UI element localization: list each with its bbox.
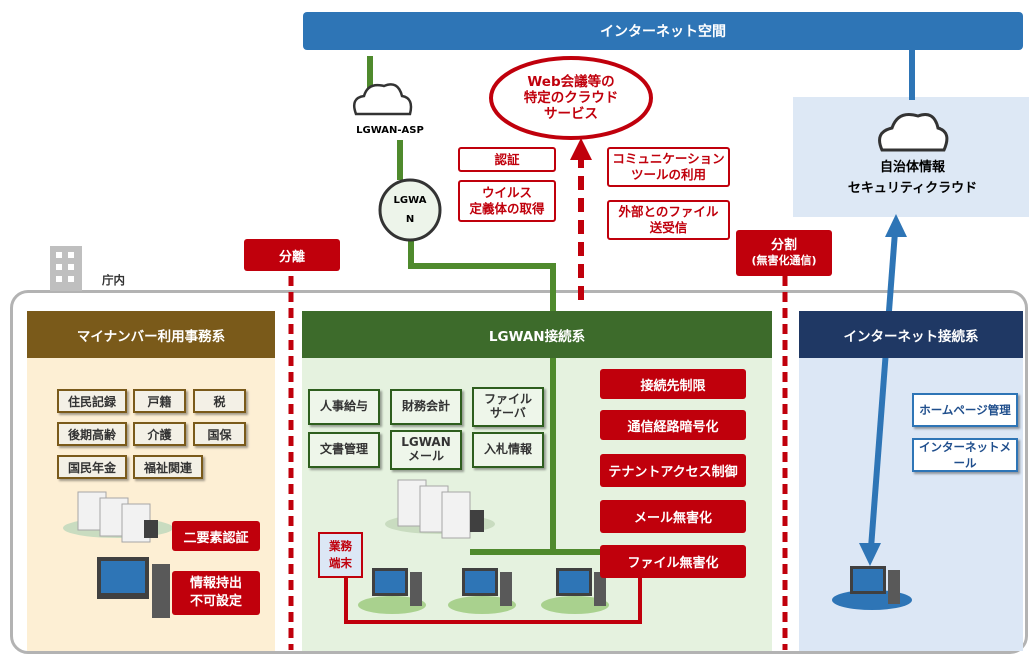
external-file-transfer-box: 外部とのファイル 送受信 — [607, 200, 730, 240]
bunri-text: 分離 — [278, 249, 305, 265]
lgwan-item-nyusatsu: 入札情報 — [472, 432, 544, 468]
business-terminal-label: 業務 端末 — [318, 532, 363, 578]
lgwan-route-line — [367, 56, 600, 555]
terminal-network-outline — [344, 548, 642, 624]
file-server-line2: サーバ — [490, 406, 526, 420]
internet-item-homepage: ホームページ管理 — [912, 393, 1018, 427]
desktop-pc-icon — [448, 568, 516, 614]
two-factor-auth-label: 二要素認証 — [183, 530, 249, 546]
lgwan-item-file-server: ファイル サーバ — [472, 387, 544, 427]
internet-zone — [799, 311, 1023, 651]
lgwan-node-line2: N — [405, 214, 415, 225]
control-connection-restriction: 接続先制限 — [600, 369, 746, 399]
cloud-service-line3: サービス — [544, 106, 598, 123]
auth-label: 認証 — [494, 151, 520, 167]
lgwan-item-bunsho: 文書管理 — [308, 432, 380, 468]
internet-item-mail: インターネットメール — [912, 438, 1018, 472]
lgwan-item-zaimu: 財務会計 — [390, 389, 462, 425]
internet-space-bar: インターネット空間 — [303, 12, 1023, 50]
file-server-line1: ファイル — [483, 392, 532, 407]
internet-space-label: インターネット空間 — [600, 24, 726, 40]
lgwan-item-mail: LGWAN メール — [390, 430, 462, 470]
auth-box: 認証 — [458, 147, 556, 172]
cloud-service-line1: Web会議等の — [527, 73, 615, 90]
lgwan-node-circle — [378, 178, 442, 242]
lgwan-node-label: LGWA N — [386, 190, 434, 230]
virus-line2: 定義体の取得 — [469, 201, 545, 216]
server-icon — [385, 479, 495, 539]
security-cloud-line2: セキュリティクラウド — [847, 181, 978, 196]
bunkatsu-line1: 分割 — [770, 237, 797, 253]
lgwan-item-jinji: 人事給与 — [308, 389, 380, 425]
office-label: 庁内 — [102, 273, 125, 287]
cloud-service-text: Web会議等の 特定のクラウド サービス — [496, 62, 646, 134]
office-boundary — [10, 290, 1028, 654]
file-transfer-line1: 外部とのファイル — [618, 204, 719, 220]
lgwan-mail-line1: LGWAN — [401, 435, 451, 450]
lgwan-header-text: LGWAN接続系 — [488, 328, 586, 345]
internet-zone-arrow-up — [885, 214, 907, 237]
server-icon — [63, 491, 173, 543]
internet-zone-arrow-down — [859, 543, 881, 566]
lgwan-asp-label: LGWAN-ASP — [356, 124, 424, 136]
no-export-line1: 情報持出 — [189, 576, 242, 592]
lgwan-mail-line2: メール — [407, 449, 444, 463]
mynumber-item: 介護 — [133, 422, 186, 446]
mynumber-item: 税 — [193, 389, 246, 413]
security-cloud-line1: 自治体情報 — [879, 160, 945, 176]
control-tenant-access: テナントアクセス制御 — [600, 454, 746, 487]
comm-line1: コミュニケーション — [612, 151, 725, 167]
building-icon — [50, 246, 82, 291]
communication-tool-box: コミュニケーション ツールの利用 — [607, 147, 730, 187]
internet-zone-header-text: インターネット接続系 — [843, 328, 979, 345]
no-export-line2: 不可設定 — [189, 594, 242, 609]
desktop-pc-icon — [541, 568, 609, 614]
mynumber-item: 国民年金 — [57, 455, 127, 479]
mynumber-item: 住民記録 — [57, 389, 127, 413]
mynumber-header: マイナンバー利用事務系 — [27, 311, 275, 358]
cloud-service-line2: 特定のクラウド — [523, 89, 619, 106]
cloud-icon — [353, 83, 413, 116]
mynumber-item: 後期高齢 — [57, 422, 127, 446]
virus-line1: ウイルス — [481, 185, 532, 201]
virus-definition-box: ウイルス 定義体の取得 — [458, 180, 556, 222]
desktop-pc-icon — [832, 566, 912, 610]
terminal-line2: 端末 — [329, 556, 352, 570]
cloud-service-ellipse — [489, 56, 653, 140]
bunri-label: 分離 — [244, 239, 340, 271]
desktop-pc-icon — [358, 568, 426, 614]
lgwan-header: LGWAN接続系 — [302, 311, 772, 358]
terminal-line1: 業務 — [329, 539, 352, 554]
internet-zone-arrow-line — [868, 231, 898, 549]
lgwan-node-line1: LGWA — [393, 195, 427, 206]
no-export-box: 情報持出 不可設定 — [172, 571, 260, 615]
bunkatsu-label: 分割 (無害化通信) — [736, 230, 832, 276]
security-cloud-label: 自治体情報 セキュリティクラウド — [820, 154, 1005, 204]
file-transfer-line2: 送受信 — [649, 220, 688, 235]
cloud-access-arrowhead — [570, 138, 592, 160]
mynumber-header-text: マイナンバー利用事務系 — [76, 328, 226, 345]
desktop-pc-icon — [97, 557, 170, 618]
control-mail-sanitize: メール無害化 — [600, 500, 746, 533]
cloud-icon — [878, 113, 949, 152]
mynumber-item: 福祉関連 — [133, 455, 203, 479]
two-factor-auth-box: 二要素認証 — [172, 521, 260, 551]
internet-zone-header: インターネット接続系 — [799, 311, 1023, 358]
control-file-sanitize: ファイル無害化 — [600, 545, 746, 578]
control-route-encryption: 通信経路暗号化 — [600, 410, 746, 440]
mynumber-item: 国保 — [193, 422, 246, 446]
bunkatsu-line2: (無害化通信) — [751, 254, 817, 268]
mynumber-item: 戸籍 — [133, 389, 186, 413]
comm-line2: ツールの利用 — [630, 167, 706, 182]
